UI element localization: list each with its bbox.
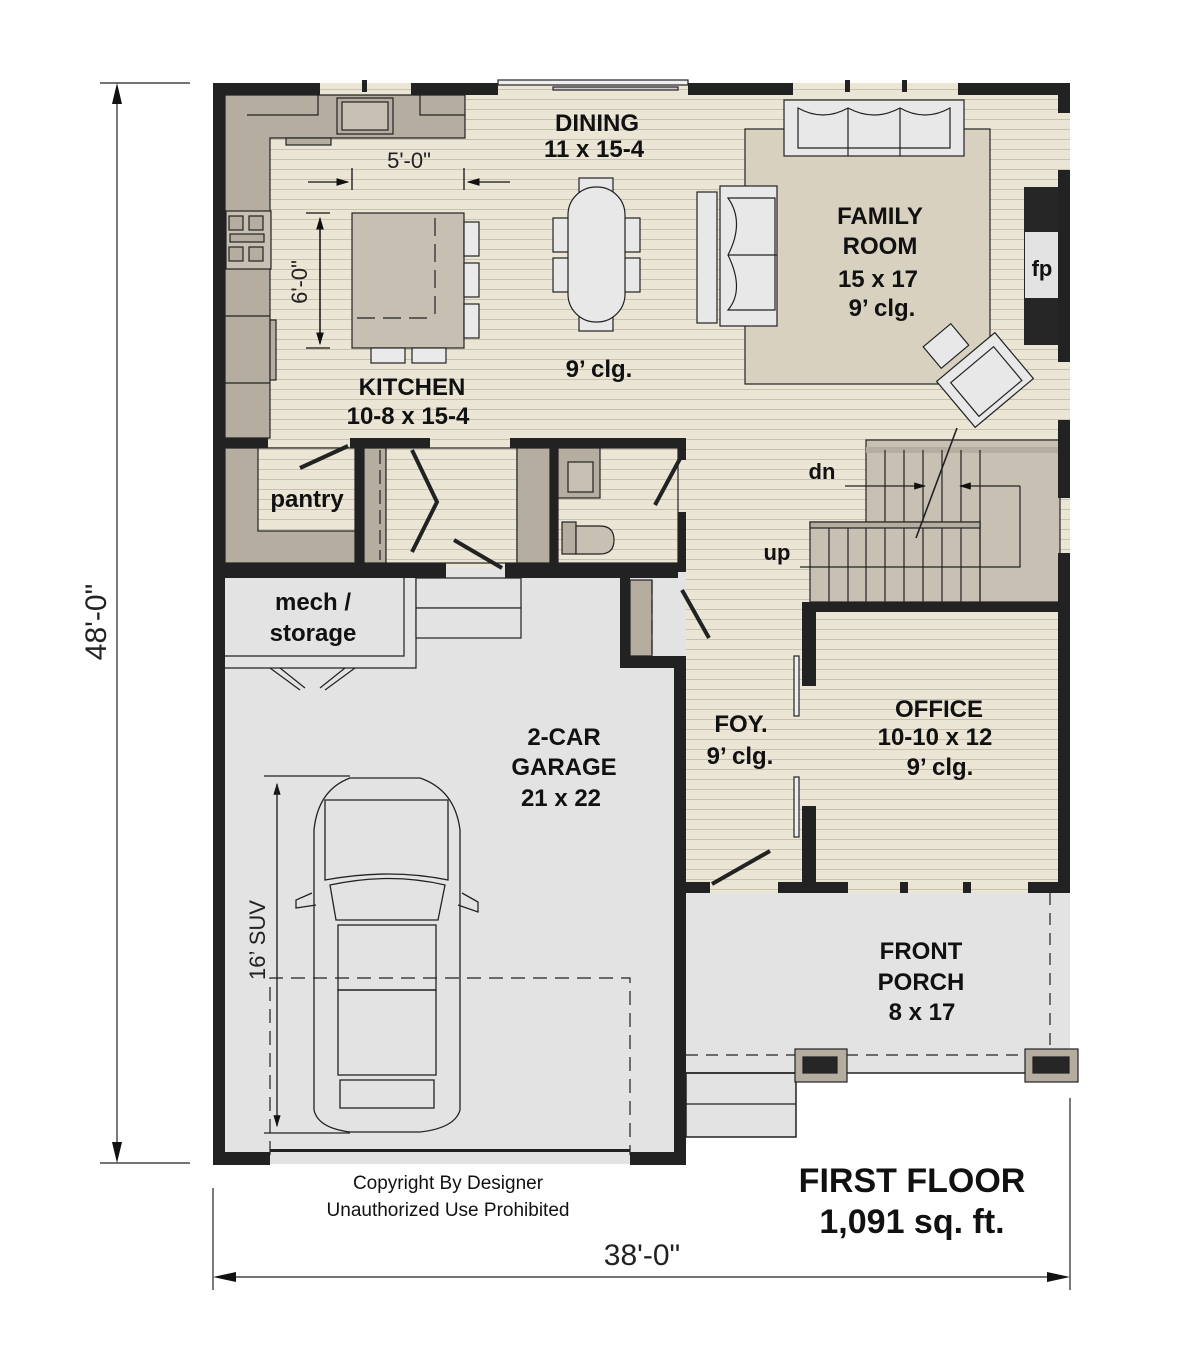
garage-size: 21 x 22 <box>521 785 601 812</box>
dining-table <box>552 177 641 332</box>
island-depth-label: 6'-0" <box>287 260 312 304</box>
depth-dimension <box>100 82 190 1164</box>
stairs-down-label: dn <box>809 459 836 484</box>
foyer-name: FOY. <box>714 711 767 738</box>
floor-title: FIRST FLOOR <box>799 1162 1026 1200</box>
coat-closet <box>629 579 653 657</box>
family-name-1: FAMILY <box>837 203 923 230</box>
family-size: 15 x 17 <box>838 266 918 293</box>
width-label: 38'-0" <box>604 1239 680 1272</box>
stairs-up-label: up <box>764 540 791 565</box>
porch-steps <box>685 1072 797 1138</box>
porch-floor <box>686 893 1070 1073</box>
armchair <box>935 331 1035 429</box>
island-width-label: 5'-0" <box>387 148 431 173</box>
foyer-ceiling: 9’ clg. <box>707 743 774 770</box>
depth-label: 48'-0" <box>80 584 113 660</box>
mech-label-1: mech / <box>275 589 351 616</box>
garage-name-1: 2-CAR <box>527 724 600 751</box>
floor-area: 1,091 sq. ft. <box>819 1203 1004 1241</box>
family-ceiling: 9’ clg. <box>849 295 916 322</box>
fireplace-label: fp <box>1032 256 1053 281</box>
office-ceiling: 9’ clg. <box>907 754 974 781</box>
powder-room <box>557 447 679 564</box>
kitchen-island <box>351 212 480 364</box>
fireplace <box>1024 187 1064 345</box>
dining-size: 11 x 15-4 <box>544 136 645 163</box>
porch-name-1: FRONT <box>880 938 963 965</box>
sofa-left <box>696 185 778 327</box>
mech-label-2: storage <box>270 620 357 647</box>
staircase <box>800 427 1061 603</box>
width-dimension <box>212 1098 1071 1290</box>
kitchen-ceiling: 9’ clg. <box>566 356 633 383</box>
copyright-line-1: Copyright By Designer <box>353 1173 544 1194</box>
walls <box>213 80 1070 1165</box>
doors <box>299 79 800 886</box>
office-name: OFFICE <box>895 696 983 723</box>
island-dimensions <box>306 168 510 349</box>
family-name-2: ROOM <box>843 233 918 260</box>
side-table <box>922 322 970 370</box>
closet-left <box>363 447 551 564</box>
suv-outline <box>295 777 479 1133</box>
pantry-shelves <box>224 447 356 564</box>
garage-door-line <box>269 977 631 1155</box>
porch-columns <box>794 1048 1079 1083</box>
porch-size: 8 x 17 <box>889 999 956 1026</box>
pantry-label: pantry <box>270 486 344 513</box>
kitchen-name: KITCHEN <box>359 374 466 401</box>
office-size: 10-10 x 12 <box>878 724 993 751</box>
suv-label: 16’ SUV <box>245 900 270 980</box>
kitchen-cabinets <box>224 94 466 439</box>
porch-name-2: PORCH <box>878 969 965 996</box>
kitchen-size: 10-8 x 15-4 <box>347 403 470 430</box>
sofa-top <box>783 99 965 157</box>
garage-steps <box>415 577 522 639</box>
suv-dimension <box>264 775 350 1134</box>
garage-name-2: GARAGE <box>511 754 616 781</box>
garage-floor <box>213 568 686 1164</box>
copyright-line-2: Unauthorized Use Prohibited <box>327 1200 570 1221</box>
dining-name: DINING <box>555 110 639 137</box>
